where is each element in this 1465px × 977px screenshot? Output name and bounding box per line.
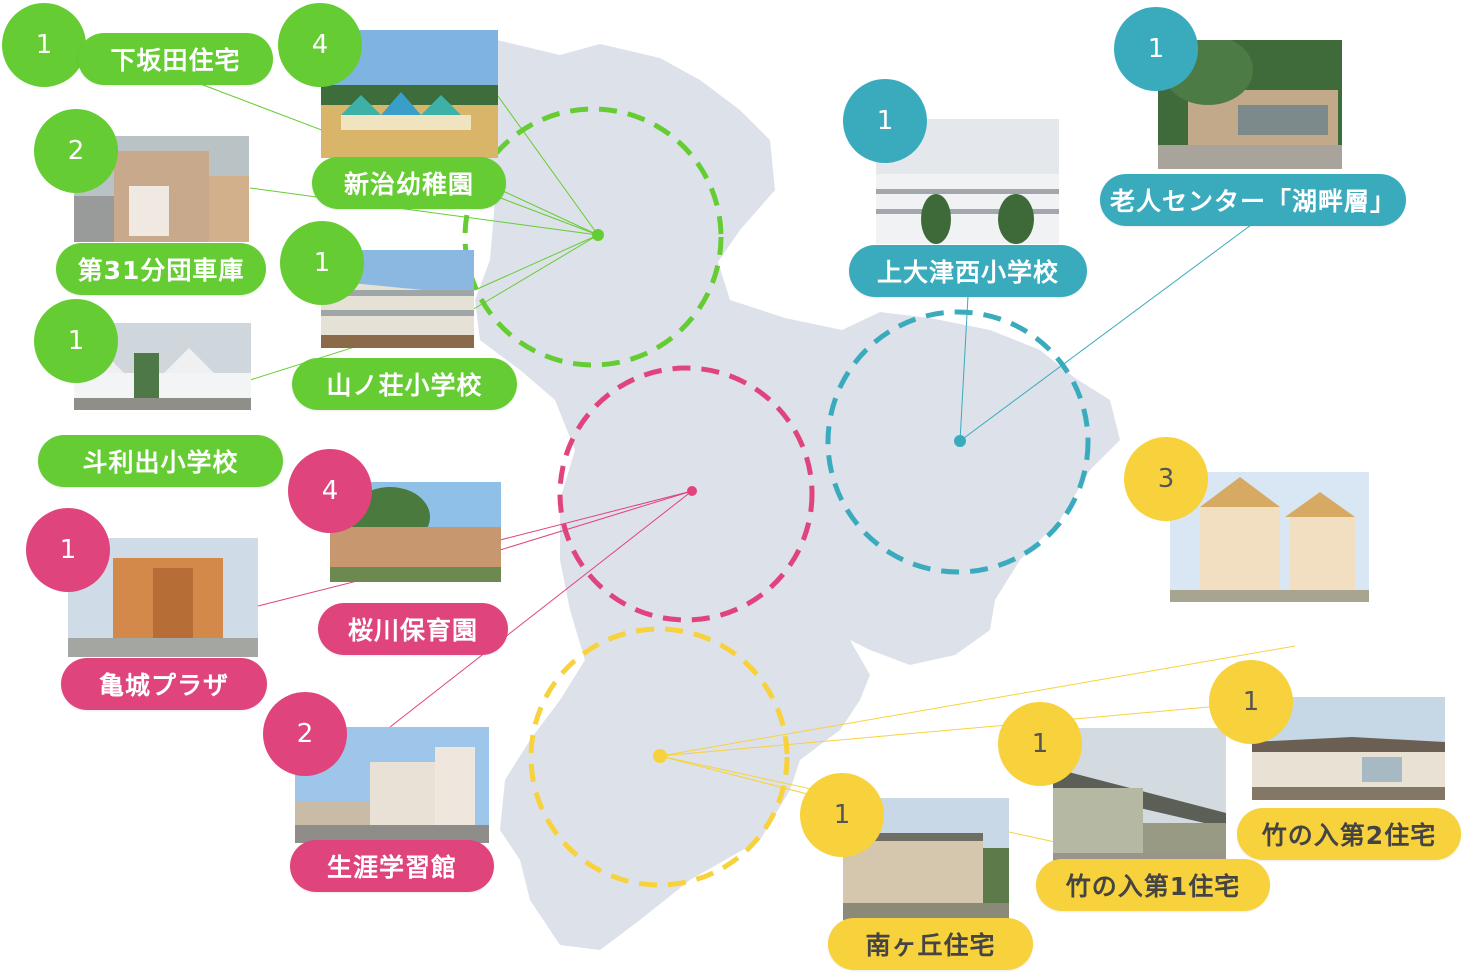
label-sakuragawa-nursery[interactable]: 桜川保育園 <box>318 603 508 655</box>
count-badge-lifelong-learning: 2 <box>263 692 347 776</box>
photo-lifelong-learning <box>295 727 489 843</box>
label-shimosakata-housing[interactable]: 下坂田住宅 <box>78 33 273 85</box>
label-fire-garage[interactable]: 第31分団車庫 <box>56 243 266 295</box>
label-kijo-plaza[interactable]: 亀城プラザ <box>61 658 267 710</box>
label-elderly-center[interactable]: 老人センター「湖畔層」 <box>1100 174 1406 226</box>
count-badge-yellow-hall: 3 <box>1124 437 1208 521</box>
label-toriide-school[interactable]: 斗利出小学校 <box>38 435 283 487</box>
count-badge-toriide-school: 1 <box>34 299 118 383</box>
label-lifelong-learning[interactable]: 生涯学習館 <box>290 840 494 892</box>
count-badge-yamanoso-school: 1 <box>280 221 364 305</box>
count-badge-elderly-center: 1 <box>1114 7 1198 91</box>
count-badge-fire-garage: 2 <box>34 109 118 193</box>
label-shinji-kindergarten[interactable]: 新治幼稚園 <box>312 157 506 209</box>
city-land-shape <box>475 40 1120 950</box>
label-takenoiri-2[interactable]: 竹の入第2住宅 <box>1237 808 1461 860</box>
blue-leader-lines <box>959 221 1256 442</box>
label-kamiotsunishi-school[interactable]: 上大津西小学校 <box>849 245 1087 297</box>
count-badge-minamigaoka: 1 <box>800 773 884 857</box>
blue-zone-circle <box>825 309 1091 575</box>
pink-zone-circle <box>557 365 815 623</box>
blue-zone-center <box>954 435 966 447</box>
count-badge-takenoiri-2: 1 <box>1209 660 1293 744</box>
count-badge-sakuragawa-nursery: 4 <box>288 449 372 533</box>
label-yamanoso-school[interactable]: 山ノ荘小学校 <box>292 358 517 410</box>
green-zone-center <box>592 229 604 241</box>
photo-yellow-hall <box>1170 472 1369 602</box>
count-badge-shimosakata: 1 <box>2 3 86 87</box>
photo-shinji-kindergarten <box>321 30 498 158</box>
count-badge-takenoiri-1: 1 <box>998 702 1082 786</box>
photo-elderly-center <box>1158 40 1342 169</box>
yellow-zone-circle <box>528 626 790 888</box>
photo-yamanoso-school <box>321 250 474 348</box>
count-badge-kijo-plaza: 1 <box>26 508 110 592</box>
label-takenoiri-1[interactable]: 竹の入第1住宅 <box>1036 859 1270 911</box>
pink-zone-center <box>687 486 697 496</box>
count-badge-kamiotsunishi-school: 1 <box>843 79 927 163</box>
count-badge-shinji-kindergarten: 4 <box>278 3 362 87</box>
green-zone-circle <box>462 106 724 368</box>
yellow-zone-center <box>653 749 667 763</box>
label-minamigaoka[interactable]: 南ヶ丘住宅 <box>828 918 1033 970</box>
photo-takenoiri-2 <box>1252 697 1445 800</box>
